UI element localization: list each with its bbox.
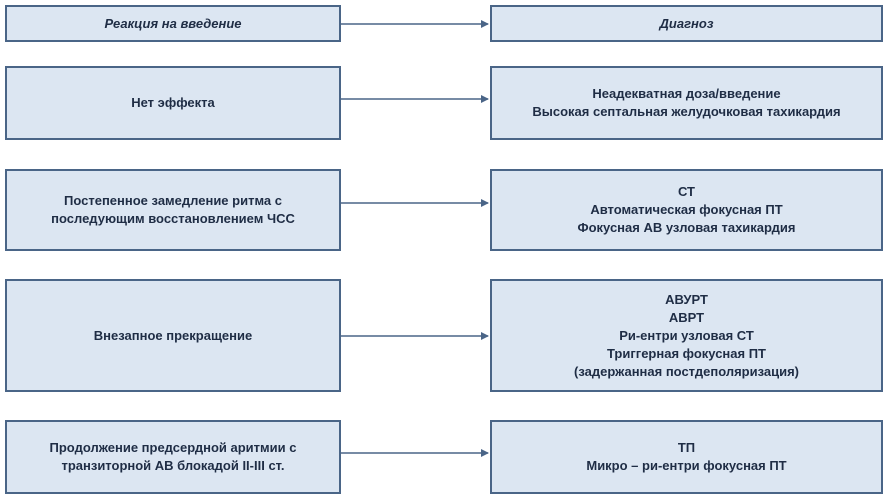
diagnosis-3-line-1: АВУРТ xyxy=(665,291,708,307)
diagnosis-1-line-1: Неадекватная доза/введение xyxy=(592,86,781,101)
reaction-box-2: Постепенное замедление ритма с последующ… xyxy=(5,169,341,251)
diagnosis-4-line-2: Микро – ри-ентри фокусная ПТ xyxy=(586,458,787,473)
diagnosis-box-3: АВУРТ АВРТ Ри-ентри узловая СТ Триггерна… xyxy=(490,279,883,392)
diagnosis-3-line-5: (задержанная постдеполяризация) xyxy=(573,363,800,379)
diagnosis-2-line-2: Автоматическая фокусная ПТ xyxy=(590,202,783,217)
diagnosis-3-line-2: АВРТ xyxy=(668,309,705,325)
header-diagnosis-label: Диагноз xyxy=(659,15,714,31)
reaction-3-line-1: Внезапное прекращение xyxy=(93,327,253,343)
diagnosis-3-line-4: Триггерная фокусная ПТ xyxy=(606,345,766,361)
reaction-1-line-1: Нет эффекта xyxy=(131,95,215,110)
diagnosis-box-2: СТ Автоматическая фокусная ПТ Фокусная А… xyxy=(490,169,883,251)
diagnosis-2-line-1: СТ xyxy=(677,184,695,199)
header-diagnosis-box: Диагноз xyxy=(490,5,883,42)
reaction-box-1: Нет эффекта xyxy=(5,66,341,140)
diagnosis-1-line-2: Высокая септальная желудочковая тахикард… xyxy=(532,104,841,119)
reaction-2-line-2: последующим восстановлением ЧСС xyxy=(51,211,295,226)
diagnosis-box-1: Неадекватная доза/введение Высокая септа… xyxy=(490,66,883,140)
diagnosis-box-4: ТП Микро – ри-ентри фокусная ПТ xyxy=(490,420,883,494)
header-reaction-box: Реакция на введение xyxy=(5,5,341,42)
reaction-4-line-2: транзиторной АВ блокадой II-III ст. xyxy=(61,458,285,473)
diagnosis-4-line-1: ТП xyxy=(677,440,696,455)
reaction-2-line-1: Постепенное замедление ритма с xyxy=(64,193,282,208)
reaction-box-3: Внезапное прекращение xyxy=(5,279,341,392)
reaction-4-line-1: Продолжение предсердной аритмии с xyxy=(49,440,297,455)
diagnosis-3-line-3: Ри-ентри узловая СТ xyxy=(619,327,754,343)
reaction-box-4: Продолжение предсердной аритмии с транзи… xyxy=(5,420,341,494)
diagnosis-2-line-3: Фокусная АВ узловая тахикардия xyxy=(577,220,796,235)
header-reaction-label: Реакция на введение xyxy=(104,15,242,31)
